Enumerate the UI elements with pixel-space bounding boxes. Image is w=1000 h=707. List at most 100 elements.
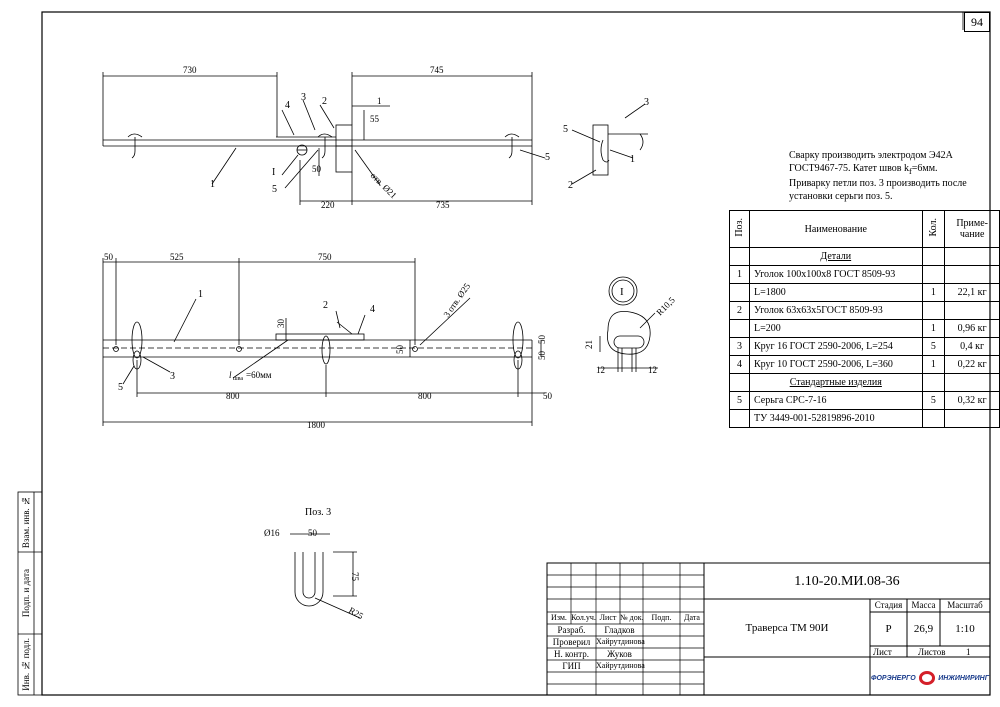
left-stamp	[17, 491, 43, 696]
sheet-label: Лист	[873, 647, 892, 657]
dim-r105: R10,5	[654, 295, 677, 318]
person-chief-engineer: Хайрутдинова	[596, 661, 645, 670]
dim-750: 750	[318, 252, 332, 262]
dim-50-edge-a: 50	[537, 335, 547, 345]
role-checker: Проверил	[552, 637, 591, 647]
stamp-sign-date: Подп. и дата	[21, 568, 31, 618]
sheet-number: 94	[964, 12, 990, 32]
stamp-replace-inv: Взам. инв. №	[21, 495, 31, 549]
side-section-view	[571, 103, 648, 185]
label-pos3-top: 3	[301, 92, 306, 103]
dim-735: 735	[436, 200, 450, 210]
dim-55: 55	[370, 114, 380, 124]
detail-I-label: I	[620, 286, 624, 298]
logo-left-text: ФОРЭНЕРГО	[871, 674, 916, 682]
spec-header-qty: Кол.	[921, 210, 946, 248]
label-side-3: 3	[644, 97, 649, 108]
plan-view	[102, 258, 545, 426]
dim-525: 525	[170, 252, 184, 262]
dim-12-b: 12	[648, 365, 657, 375]
label-side-2: 2	[568, 180, 573, 191]
dim-holes-25: 3 отв. Ø25	[441, 281, 472, 319]
document-code: 1.10-20.МИ.08-36	[794, 574, 900, 589]
label-detail-I-ref: I	[272, 167, 275, 178]
weld-length-symbol: l	[229, 370, 232, 380]
spec-header-row: Поз. Наименование Кол. Приме-чание	[729, 210, 1000, 248]
col-sign: Подп.	[651, 613, 672, 622]
dim-220: 220	[321, 200, 335, 210]
label-pos2-top: 2	[322, 96, 327, 107]
label-pos5-left: 5	[272, 184, 277, 195]
mass-label: Масса	[911, 600, 936, 610]
dim-745: 745	[430, 65, 444, 75]
dim-50-hole: 50	[395, 345, 405, 355]
col-doc-no: № док.	[620, 613, 644, 622]
scale-value: 1:10	[955, 623, 975, 635]
table-row: ТУ 3449-001-52819896-2010	[729, 409, 1000, 428]
dim-21: 21	[584, 340, 594, 349]
spec-header-note: Приме-чание	[944, 210, 1000, 248]
dim-730: 730	[183, 65, 197, 75]
dim-d16: Ø16	[264, 528, 280, 538]
role-norm-control: Н. контр.	[553, 649, 590, 659]
weld-length: =60мм	[246, 370, 272, 380]
label-pos1-top: 1	[210, 179, 215, 190]
elevation-view	[102, 72, 546, 205]
person-developer: Гладков	[604, 625, 635, 635]
col-kol-uch: Кол.уч.	[571, 613, 596, 622]
dim-r25: R25	[347, 605, 365, 621]
dim-50-plan: 50	[104, 252, 114, 262]
spec-header-pos: Поз.	[729, 210, 750, 248]
stage-value: Р	[885, 623, 892, 635]
dim-30: 30	[276, 319, 286, 329]
col-date: Дата	[684, 613, 700, 622]
pos3-view	[290, 533, 361, 619]
label-pos4-top: 4	[285, 100, 290, 111]
spec-section-details: Детали	[749, 247, 923, 266]
detail-I	[598, 276, 658, 372]
company-logo: ФОРЭНЕРГО ИНЖИНИРИНГ	[871, 668, 989, 688]
pos3-title: Поз. 3	[305, 507, 331, 518]
spec-header-name: Наименование	[749, 210, 923, 248]
label-pos5-plan: 5	[118, 382, 123, 393]
dim-1800: 1800	[307, 420, 326, 430]
label-pos4-plan: 4	[370, 304, 375, 315]
note-line-2-end: =6мм.	[911, 162, 938, 174]
title-block-grid	[546, 562, 991, 696]
sheets-label: Листов	[918, 647, 946, 657]
label-side-5: 5	[563, 124, 568, 135]
dim-800-b: 800	[418, 391, 432, 401]
note-line-3: Приварку петли поз. 3 производить после	[789, 178, 967, 189]
sheets-value: 1	[966, 647, 971, 657]
stamp-original-inv: Инв. № подл.	[21, 638, 31, 691]
dim-hole-21: отв. Ø21	[369, 170, 399, 200]
specification-table: Поз. Наименование Кол. Приме-чание Детал…	[729, 210, 1000, 428]
dim-800-a: 800	[226, 391, 240, 401]
role-developer: Разраб.	[557, 625, 586, 635]
person-norm-control: Жуков	[607, 649, 632, 659]
scale-label: Масштаб	[947, 600, 983, 610]
note-line-1: Сварку производить электродом Э42А	[789, 150, 953, 161]
logo-mark-icon	[918, 671, 936, 685]
dim-75: 75	[350, 572, 360, 582]
role-chief-engineer: ГИП	[562, 661, 581, 671]
dim-12-a: 12	[596, 365, 605, 375]
label-pos3-plan: 3	[170, 371, 175, 382]
weld-length-sub: шва	[233, 376, 243, 382]
spec-section-row: Детали	[729, 247, 1000, 266]
col-list: Лист	[599, 613, 617, 622]
label-pos2-plan: 2	[323, 300, 328, 311]
note-line-2: ГОСТ9467-75. Катет швов kf=6мм.	[789, 163, 994, 179]
spec-section-row: Стандартные изделия	[729, 373, 1000, 392]
logo-right-text: ИНЖИНИРИНГ	[938, 674, 989, 682]
dim-50-edge-b: 50	[537, 351, 547, 361]
